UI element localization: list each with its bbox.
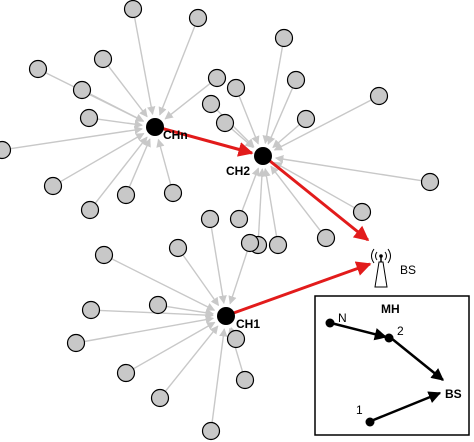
member-link	[156, 138, 172, 185]
member-link	[94, 136, 148, 204]
base-station-antenna-icon	[371, 248, 391, 288]
member-link	[164, 82, 211, 120]
sensor-node	[226, 78, 246, 98]
sensor-node	[207, 68, 227, 88]
member-link	[228, 250, 248, 305]
inset-link-1-bs	[370, 391, 442, 423]
member-link	[262, 167, 278, 237]
cluster-heads: CHn CH2 CH1	[146, 118, 272, 331]
inset-title: MH	[381, 302, 400, 316]
sensor-node	[163, 183, 183, 203]
sensor-node	[43, 176, 63, 196]
member-link	[84, 315, 215, 343]
sensor-node	[148, 295, 168, 315]
sensor-node	[116, 363, 136, 383]
cluster-head-ch2	[254, 147, 272, 165]
member-link	[107, 65, 148, 118]
member-link	[111, 258, 216, 311]
member-link	[60, 132, 145, 183]
inset-link-2-bs	[390, 337, 444, 381]
sensor-node	[352, 202, 372, 222]
member-link	[89, 93, 145, 122]
link-ch2-bs	[264, 155, 370, 242]
base-station-label: BS	[400, 263, 416, 277]
link-chn-ch2	[156, 125, 254, 157]
sensor-node	[296, 109, 316, 129]
sensor-node	[274, 28, 294, 48]
member-link	[128, 138, 151, 188]
sensor-node	[240, 233, 260, 253]
member-link	[210, 227, 227, 305]
member-link	[274, 155, 422, 182]
member-link	[10, 125, 143, 150]
member-link	[273, 99, 372, 151]
sensor-node	[286, 70, 306, 90]
inset-node-n	[325, 318, 335, 328]
member-link	[257, 168, 267, 237]
member-link	[182, 254, 220, 307]
sensor-node	[420, 172, 440, 192]
sensor-node	[201, 94, 221, 114]
cluster-head-chn	[146, 118, 164, 136]
inset-label-1: 1	[356, 403, 363, 417]
sensor-node	[268, 235, 288, 255]
member-link	[230, 128, 254, 149]
multihop-inset: MH N 2 1 BS	[314, 295, 470, 436]
member-links	[10, 17, 422, 423]
member-link	[273, 161, 355, 209]
sensor-node	[200, 209, 220, 229]
member-link	[241, 167, 260, 212]
member-link	[262, 46, 284, 145]
member-link	[133, 321, 216, 370]
sensor-node	[215, 113, 235, 133]
inset-node-1	[365, 417, 375, 427]
member-link	[211, 328, 228, 423]
member-link	[133, 17, 156, 116]
sensor-node	[226, 329, 246, 349]
inset-node-2	[384, 333, 394, 343]
sensor-node	[150, 388, 170, 408]
member-link	[267, 87, 294, 145]
member-link	[270, 165, 322, 232]
cluster-head-chn-label: CHn	[163, 128, 188, 142]
sensor-node	[168, 238, 188, 258]
cluster-head-ch1-label: CH1	[236, 317, 260, 331]
sensor-node	[81, 300, 101, 320]
sensor-node	[116, 185, 136, 205]
sensor-node	[80, 200, 100, 220]
member-link	[97, 118, 143, 129]
inset-label-2: 2	[397, 324, 404, 338]
sensor-nodes	[0, 0, 440, 441]
inset-label-n: N	[338, 311, 347, 325]
sensor-node	[229, 209, 249, 229]
member-link	[230, 327, 239, 337]
sensor-node	[93, 49, 113, 69]
member-link	[166, 305, 215, 317]
member-link	[158, 25, 196, 116]
sensor-node	[201, 421, 221, 441]
inset-link-n-2	[330, 321, 388, 341]
sensor-node	[94, 245, 114, 265]
cluster-head-ch1	[217, 307, 235, 325]
sensor-node	[28, 59, 48, 79]
sensor-node	[66, 333, 86, 353]
head-links	[156, 125, 372, 317]
inset-label-bs: BS	[445, 387, 462, 401]
sensor-node	[0, 140, 12, 160]
sensor-node	[235, 370, 255, 390]
link-ch1-bs	[227, 261, 372, 317]
member-link	[238, 95, 260, 145]
member-link	[272, 123, 301, 149]
member-link	[164, 325, 219, 392]
sensor-node	[188, 8, 208, 28]
cluster-head-ch2-label: CH2	[226, 164, 250, 178]
sensor-node	[79, 108, 99, 128]
sensor-node	[123, 0, 143, 19]
sensor-node	[72, 80, 92, 100]
sensor-node	[316, 228, 336, 248]
sensor-node	[369, 86, 389, 106]
